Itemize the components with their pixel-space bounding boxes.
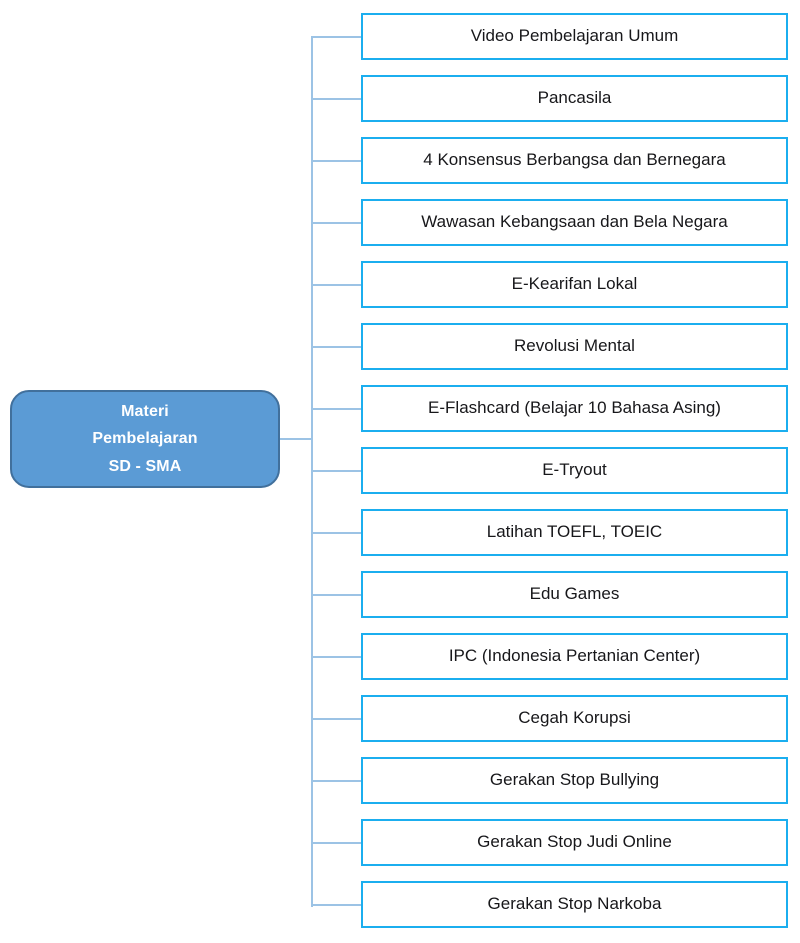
branch-box-2[interactable]: Pancasila: [361, 75, 788, 122]
root-node[interactable]: Materi Pembelajaran SD - SMA: [10, 390, 280, 488]
branch-label-8: E-Tryout: [542, 460, 607, 480]
branch-box-10[interactable]: Edu Games: [361, 571, 788, 618]
branch-label-1: Video Pembelajaran Umum: [470, 26, 679, 46]
branch-label-2: Pancasila: [537, 88, 612, 108]
branch-label-10: Edu Games: [529, 584, 620, 604]
branch-connector-2: [313, 97, 361, 100]
branch-box-3[interactable]: 4 Konsensus Berbangsa dan Bernegara: [361, 137, 788, 184]
branch-box-9[interactable]: Latihan TOEFL, TOEIC: [361, 509, 788, 556]
branch-box-15[interactable]: Gerakan Stop Narkoba: [361, 881, 788, 928]
branch-label-7: E-Flashcard (Belajar 10 Bahasa Asing): [428, 398, 721, 418]
root-connector-stub: [280, 438, 313, 440]
branch-connector-9: [313, 531, 361, 534]
branch-label-4: Wawasan Kebangsaan dan Bela Negara: [421, 212, 728, 232]
branch-box-13[interactable]: Gerakan Stop Bullying: [361, 757, 788, 804]
branch-connector-6: [313, 345, 361, 348]
branch-connector-15: [313, 903, 361, 906]
branch-label-15: Gerakan Stop Narkoba: [487, 894, 662, 914]
branch-box-11[interactable]: IPC (Indonesia Pertanian Center): [361, 633, 788, 680]
branch-connector-5: [313, 283, 361, 286]
branch-connector-10: [313, 593, 361, 596]
branch-box-7[interactable]: E-Flashcard (Belajar 10 Bahasa Asing): [361, 385, 788, 432]
branch-label-11: IPC (Indonesia Pertanian Center): [448, 646, 701, 666]
branch-connector-8: [313, 469, 361, 472]
branch-label-12: Cegah Korupsi: [518, 708, 631, 728]
branch-connector-12: [313, 717, 361, 720]
branch-box-5[interactable]: E-Kearifan Lokal: [361, 261, 788, 308]
root-node-label: Materi Pembelajaran SD - SMA: [92, 403, 198, 475]
branch-box-6[interactable]: Revolusi Mental: [361, 323, 788, 370]
branch-label-3: 4 Konsensus Berbangsa dan Bernegara: [423, 150, 726, 170]
branch-box-8[interactable]: E-Tryout: [361, 447, 788, 494]
branch-box-14[interactable]: Gerakan Stop Judi Online: [361, 819, 788, 866]
branch-label-9: Latihan TOEFL, TOEIC: [486, 522, 663, 542]
branch-connector-1: [313, 35, 361, 38]
branch-connector-11: [313, 655, 361, 658]
branch-connector-14: [313, 841, 361, 844]
branch-box-12[interactable]: Cegah Korupsi: [361, 695, 788, 742]
branch-connector-13: [313, 779, 361, 782]
trunk-connector: [311, 36, 313, 907]
branch-label-13: Gerakan Stop Bullying: [489, 770, 660, 790]
branch-label-5: E-Kearifan Lokal: [511, 274, 638, 294]
branch-connector-7: [313, 407, 361, 410]
branch-connector-3: [313, 159, 361, 162]
branch-connector-4: [313, 221, 361, 224]
branch-box-1[interactable]: Video Pembelajaran Umum: [361, 13, 788, 60]
branch-box-4[interactable]: Wawasan Kebangsaan dan Bela Negara: [361, 199, 788, 246]
branch-label-6: Revolusi Mental: [514, 336, 635, 356]
branch-label-14: Gerakan Stop Judi Online: [477, 832, 672, 852]
